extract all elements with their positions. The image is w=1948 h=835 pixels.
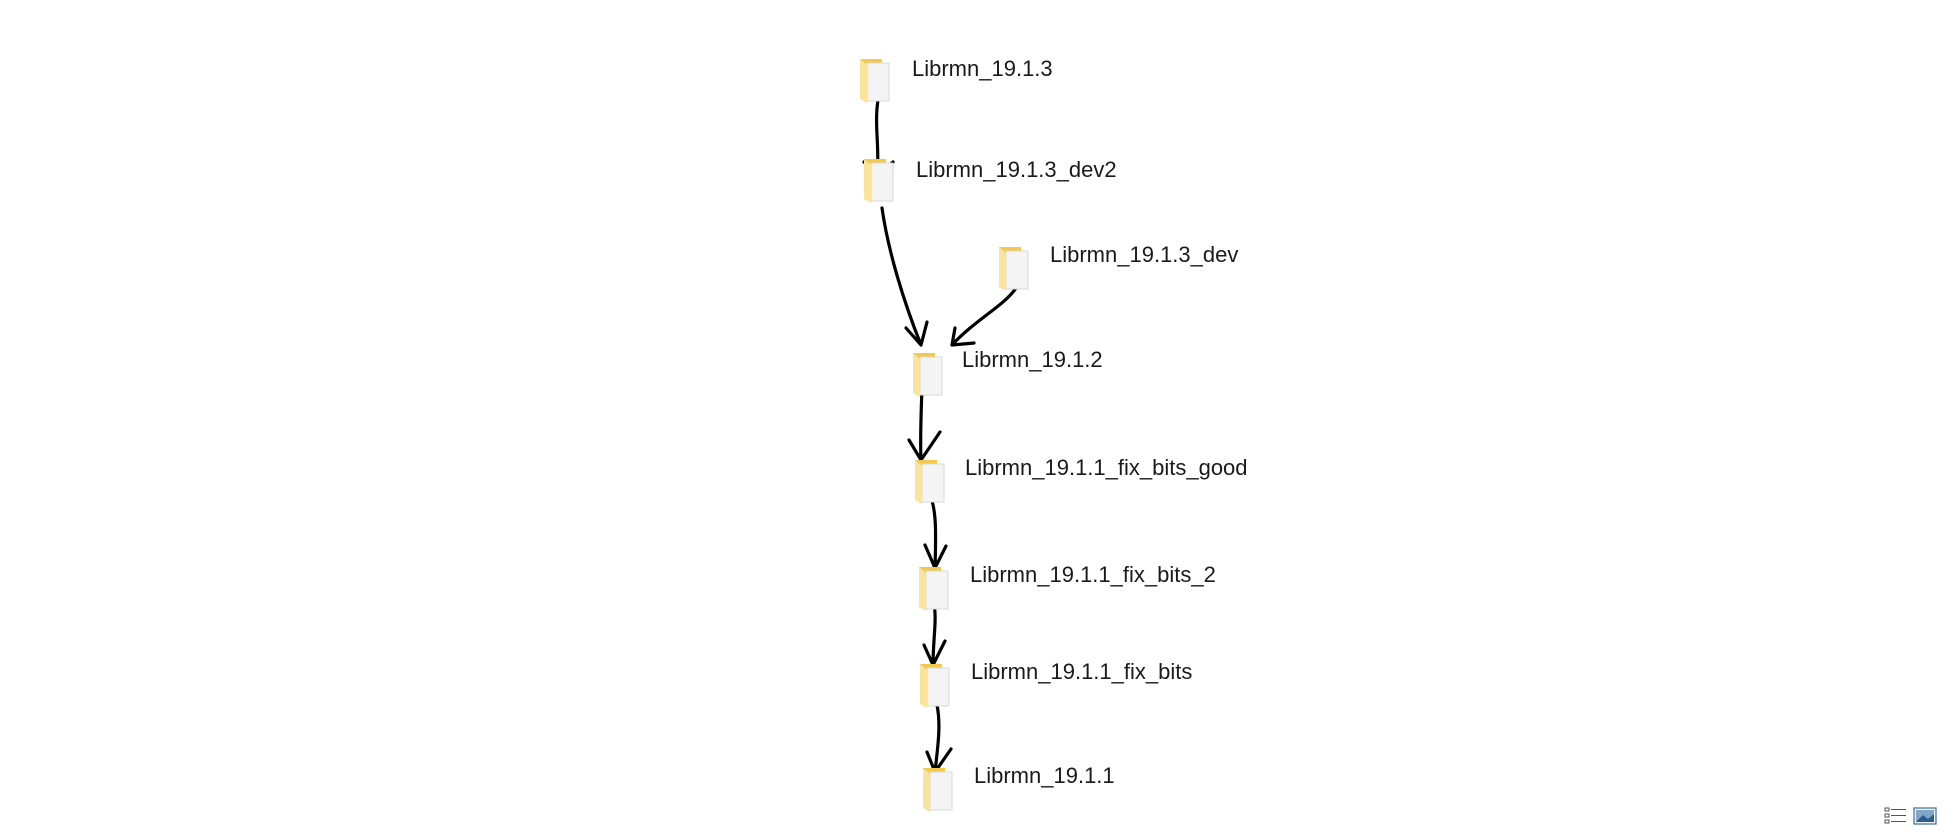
folder-icon[interactable] <box>859 55 893 103</box>
arrow-19-1-3-dev2-to-19-1-2 <box>880 206 929 347</box>
folder-label[interactable]: Librmn_19.1.2 <box>962 347 1103 372</box>
folder-label[interactable]: Librmn_19.1.1_fix_bits_2 <box>970 562 1216 587</box>
folder-label[interactable]: Librmn_19.1.1_fix_bits <box>971 659 1193 684</box>
folder-label[interactable]: Librmn_19.1.1 <box>974 763 1115 788</box>
folder-icon[interactable] <box>998 243 1032 291</box>
folder-icon[interactable] <box>919 660 953 708</box>
large-icons-view-icon[interactable] <box>1913 806 1937 826</box>
folder-icon[interactable] <box>863 155 897 203</box>
arrow-fix-bits-to-19-1-1 <box>925 703 953 774</box>
folder-icon[interactable] <box>912 349 946 397</box>
folder-icon[interactable] <box>922 764 956 812</box>
folder-label[interactable]: Librmn_19.1.3_dev <box>1050 242 1239 267</box>
folder-label[interactable]: Librmn_19.1.3 <box>912 56 1053 81</box>
folder-icon[interactable] <box>918 563 952 611</box>
folder-label[interactable]: Librmn_19.1.1_fix_bits_good <box>965 455 1248 480</box>
arrow-fix-bits-2-to-fix-bits <box>922 602 947 667</box>
folder-label[interactable]: Librmn_19.1.3_dev2 <box>916 157 1117 182</box>
arrow-19-1-3-dev-to-19-1-2 <box>950 286 1018 347</box>
folder-icon[interactable] <box>914 456 948 504</box>
arrow-19-1-2-to-19-1-1-fix-bits-good <box>907 386 942 462</box>
details-view-icon[interactable] <box>1884 806 1908 826</box>
